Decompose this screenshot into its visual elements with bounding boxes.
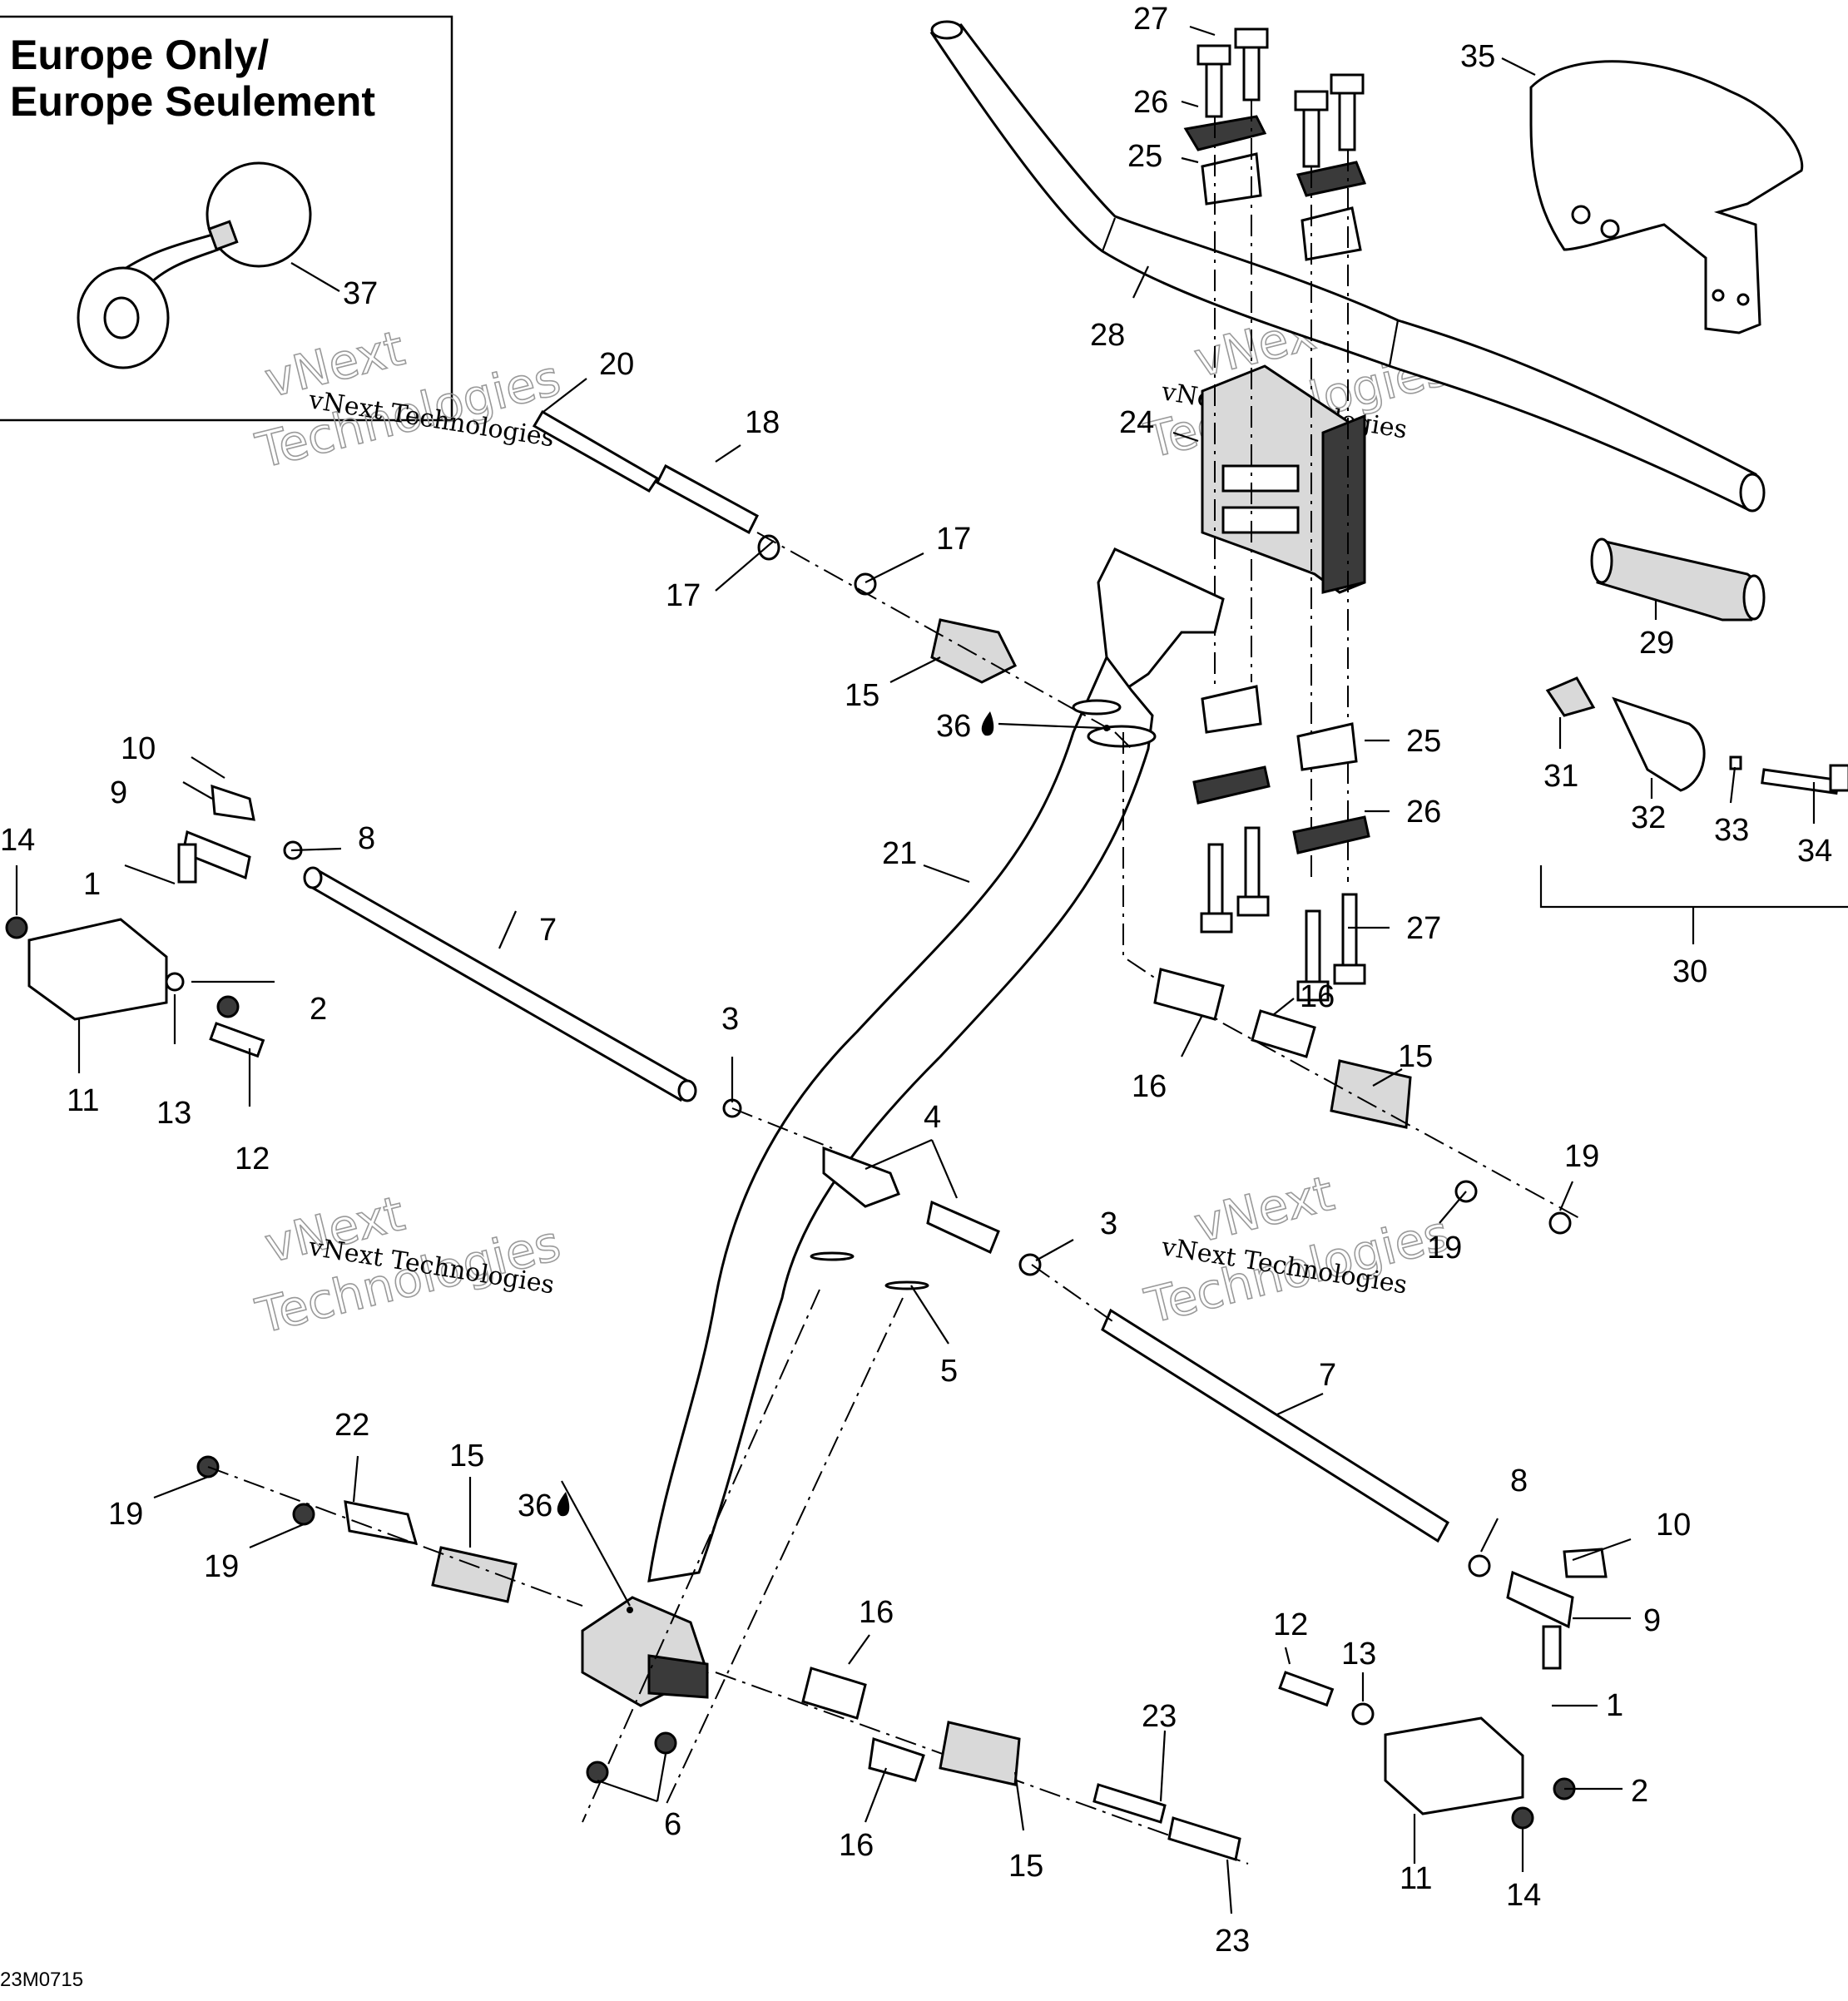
callout-5: 5 <box>940 1354 958 1389</box>
callout-2: 2 <box>1631 1774 1648 1809</box>
callout-36: 36 <box>518 1488 552 1523</box>
callout-28: 28 <box>1090 318 1125 353</box>
left-tie-rod-assembly <box>5 784 833 1149</box>
callout-13: 13 <box>156 1096 191 1131</box>
drawing-code: 23M0715 <box>0 1969 84 1991</box>
callout-19: 19 <box>1564 1139 1599 1174</box>
callout-labels: 27 26 25 28 24 35 29 31 32 33 34 30 25 2… <box>0 2 1832 1959</box>
callout-14: 14 <box>1506 1878 1541 1913</box>
callout-19: 19 <box>108 1497 143 1532</box>
callout-32: 32 <box>1631 800 1666 835</box>
callout-34: 34 <box>1797 834 1832 869</box>
callout-20: 20 <box>599 347 634 382</box>
upper-rod-assembly <box>532 409 1132 750</box>
handlebar-part-28 <box>929 20 1766 513</box>
callout-7: 7 <box>1319 1358 1336 1393</box>
callout-3: 3 <box>721 1002 739 1037</box>
callout-27: 27 <box>1133 2 1168 37</box>
leader-37 <box>290 262 340 292</box>
callout-31: 31 <box>1543 759 1578 794</box>
callout-8: 8 <box>358 821 375 856</box>
callout-9: 9 <box>110 775 127 810</box>
callout-30: 30 <box>1672 954 1707 989</box>
callout-1: 1 <box>1606 1688 1623 1723</box>
callout-16: 16 <box>1300 979 1335 1014</box>
mirror-hardware-30 <box>1539 676 1848 909</box>
callout-16: 16 <box>859 1595 894 1630</box>
callout-10: 10 <box>121 731 156 766</box>
callout-9: 9 <box>1643 1603 1661 1638</box>
callout-23: 23 <box>1142 1699 1177 1734</box>
callout-24: 24 <box>1119 405 1154 440</box>
callout-7: 7 <box>539 913 557 948</box>
handlebar-pad-part-35 <box>1529 60 1804 334</box>
callout-26: 26 <box>1406 795 1441 830</box>
callout-27: 27 <box>1406 911 1441 946</box>
callout-14: 14 <box>0 823 35 858</box>
steering-column-part-21 <box>581 547 1225 1707</box>
callout-25: 25 <box>1406 724 1441 759</box>
oil-drop-icon <box>981 711 994 736</box>
callout-12: 12 <box>235 1142 270 1176</box>
watermark-group: vNext Technologies vNext Technologies vN… <box>250 299 1455 1345</box>
callout-8: 8 <box>1510 1464 1528 1498</box>
callout-19: 19 <box>1427 1231 1462 1265</box>
callout-15: 15 <box>845 678 879 713</box>
grip-part-29 <box>1590 537 1766 622</box>
lower-left-rod-assembly <box>196 1455 583 1607</box>
callout-2: 2 <box>310 992 327 1027</box>
horn-part-37 <box>77 161 312 369</box>
callout-3: 3 <box>1100 1206 1117 1241</box>
callout-4: 4 <box>924 1100 941 1135</box>
callout-26: 26 <box>1133 85 1168 120</box>
right-tie-rod-assembly <box>1018 1253 1608 1830</box>
callout-35: 35 <box>1460 39 1495 74</box>
callout-12: 12 <box>1273 1607 1308 1642</box>
callout-10: 10 <box>1656 1508 1691 1543</box>
handlebar-clamp-part-24 <box>1201 364 1366 594</box>
callout-17: 17 <box>666 578 701 613</box>
leader-lines <box>15 25 1816 1914</box>
callout-11: 11 <box>1400 1861 1432 1896</box>
callout-11: 11 <box>67 1083 99 1118</box>
right-rod-assembly <box>1122 732 1582 1235</box>
inset-title: Europe Only/ Europe Seulement <box>10 32 375 125</box>
callout-23: 23 <box>1215 1924 1250 1959</box>
pivot-arms-part-4 <box>582 1146 1000 1823</box>
callout-1: 1 <box>83 867 101 902</box>
callout-37: 37 <box>343 276 378 311</box>
callout-36: 36 <box>936 709 971 744</box>
callout-15: 15 <box>1398 1039 1433 1074</box>
top-riser-hardware <box>1183 27 1367 882</box>
callout-15: 15 <box>1008 1849 1043 1884</box>
bottom-riser-hardware <box>1192 685 1370 1002</box>
oil-drop-icon <box>557 1492 570 1517</box>
callout-21: 21 <box>882 836 917 871</box>
callout-15: 15 <box>449 1439 484 1474</box>
inset-box: 37 <box>0 15 453 422</box>
callout-29: 29 <box>1639 626 1674 661</box>
callout-18: 18 <box>745 405 780 440</box>
callout-17: 17 <box>936 522 971 557</box>
lower-right-rod-assembly <box>586 1667 1249 1865</box>
callout-16: 16 <box>1132 1069 1167 1104</box>
inset-title-line-2: Europe Seulement <box>10 78 375 125</box>
callout-13: 13 <box>1341 1637 1376 1672</box>
inset-title-line-1: Europe Only/ <box>10 32 270 78</box>
callout-25: 25 <box>1127 139 1162 174</box>
callout-6: 6 <box>664 1807 681 1842</box>
callout-16: 16 <box>839 1828 874 1863</box>
callout-22: 22 <box>334 1408 369 1443</box>
callout-33: 33 <box>1714 813 1749 848</box>
callout-19: 19 <box>204 1549 239 1584</box>
